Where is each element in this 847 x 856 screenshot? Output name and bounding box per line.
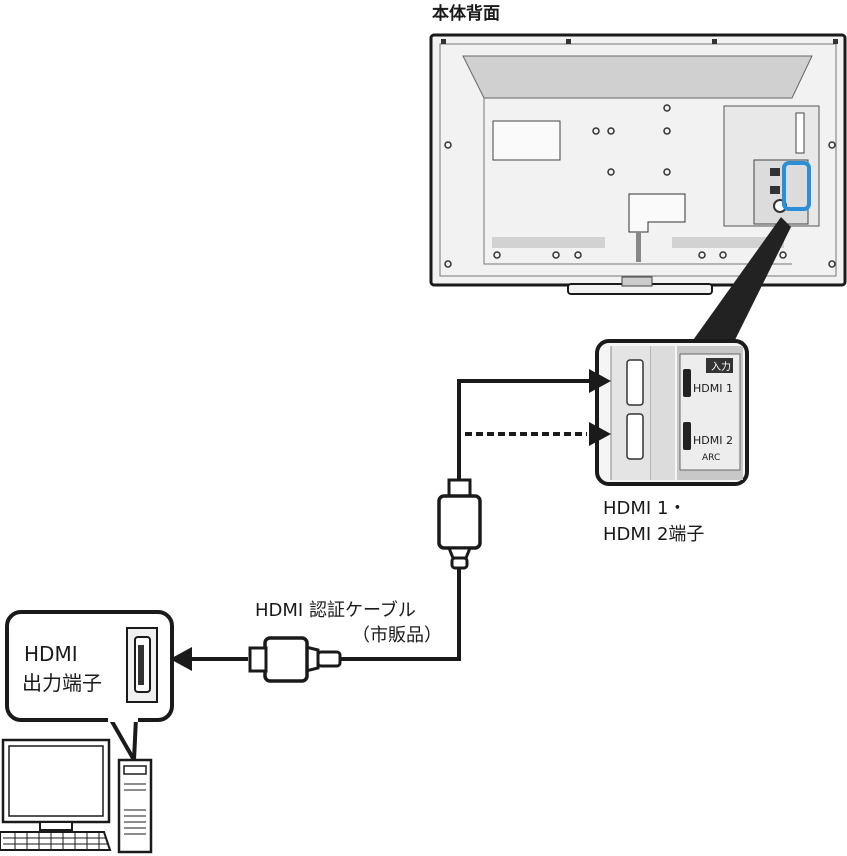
input-label: 入力 <box>711 360 731 373</box>
tv-back-illustration <box>429 33 847 295</box>
pc-illustration <box>0 738 153 854</box>
cable-main-run <box>340 568 461 661</box>
tv-ports-label-line2: HDMI 2端子 <box>603 524 704 545</box>
cable-label-line1: HDMI 認証ケーブル <box>255 599 416 621</box>
zoom-callout <box>686 217 791 350</box>
cable-label-line2: （市販品） <box>352 625 442 646</box>
tv-ports-label-line1: HDMI 1・ <box>603 498 686 519</box>
arc-label: ARC <box>702 453 720 463</box>
hdmi2-port-label: HDMI 2 <box>693 434 733 447</box>
hdmi1-port-label: HDMI 1 <box>693 382 733 395</box>
pc-port-callout <box>5 610 174 762</box>
arrow-hdmi2 <box>589 422 611 446</box>
tv-back-title: 本体背面 <box>432 3 500 24</box>
port-panel-zoom <box>595 339 749 486</box>
pc-port-label-line2: 出力端子 <box>22 671 102 695</box>
hdmi-plug-pc-side <box>248 636 342 683</box>
arrow-pc-port <box>170 647 192 671</box>
arrow-hdmi1 <box>589 369 611 393</box>
pc-port-label-line1: HDMI <box>24 642 78 666</box>
cable-to-hdmi1 <box>457 379 590 492</box>
hdmi-plug-tv-side <box>437 478 482 570</box>
